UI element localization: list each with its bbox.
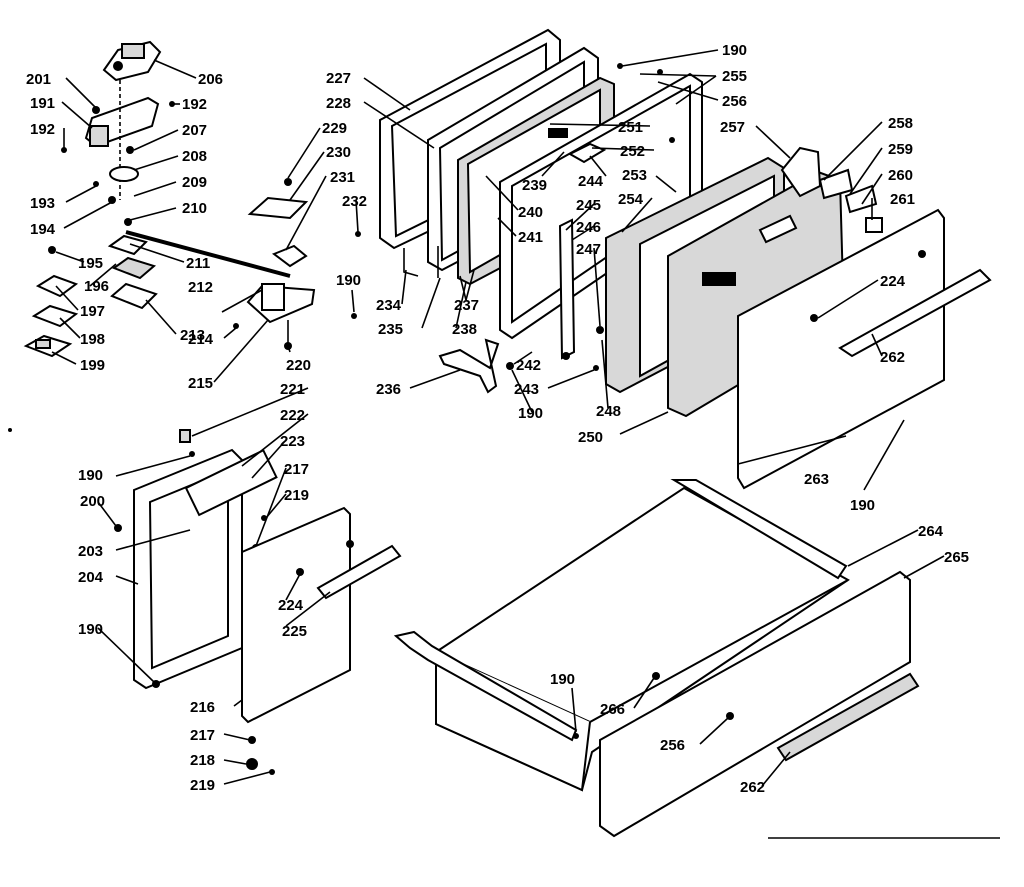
callout-255: 255 — [722, 68, 747, 85]
callout-242: 242 — [516, 357, 541, 374]
callout-266: 266 — [600, 701, 625, 718]
callout-264: 264 — [918, 523, 944, 540]
callout-263: 263 — [804, 471, 829, 488]
callout-190: 190 — [550, 671, 575, 688]
callout-222: 222 — [280, 407, 305, 424]
callout-237: 237 — [454, 297, 479, 314]
callout-245: 245 — [576, 197, 601, 214]
callout-213: 213 — [180, 327, 205, 344]
callout-225: 225 — [282, 623, 307, 640]
callout-260: 260 — [888, 167, 913, 184]
callout-197: 197 — [80, 303, 105, 320]
callout-190: 190 — [336, 272, 361, 289]
callout-256: 256 — [660, 737, 685, 754]
callout-220: 220 — [286, 357, 311, 374]
callout-196: 196 — [84, 278, 109, 295]
callout-218: 218 — [190, 752, 215, 769]
callout-262: 262 — [740, 779, 765, 796]
callout-204: 204 — [78, 569, 104, 586]
callout-190: 190 — [722, 42, 747, 59]
callout-224: 224 — [880, 273, 906, 290]
callout-210: 210 — [182, 200, 207, 217]
callout-232: 232 — [342, 193, 367, 210]
callout-252: 252 — [620, 143, 645, 160]
callout-224: 224 — [278, 597, 304, 614]
callout-labels: 190 255 256 227 228 229 230 231 232 201 … — [26, 42, 969, 796]
callout-193: 193 — [30, 195, 55, 212]
callout-219: 219 — [284, 487, 309, 504]
callout-243: 243 — [514, 381, 539, 398]
callout-221: 221 — [280, 381, 305, 398]
callout-191: 191 — [30, 95, 55, 112]
callout-192: 192 — [182, 96, 207, 113]
oven-door-panels — [379, 28, 992, 490]
callout-206: 206 — [198, 71, 223, 88]
callout-195: 195 — [78, 255, 103, 272]
callout-203: 203 — [78, 543, 103, 560]
leader-lines — [51, 49, 945, 787]
callout-192: 192 — [30, 121, 55, 138]
hinge-bracket-assembly — [23, 40, 361, 358]
callout-199: 199 — [80, 357, 105, 374]
lower-left-door — [114, 429, 402, 775]
callout-247: 247 — [576, 241, 601, 258]
storage-drawer — [393, 479, 920, 838]
callout-190: 190 — [78, 467, 103, 484]
callout-251: 251 — [618, 119, 643, 136]
callout-194: 194 — [30, 221, 56, 238]
callout-212: 212 — [188, 279, 213, 296]
callout-190: 190 — [518, 405, 543, 422]
callout-259: 259 — [888, 141, 913, 158]
callout-244: 244 — [578, 173, 604, 190]
callout-217: 217 — [284, 461, 309, 478]
callout-254: 254 — [618, 191, 644, 208]
callout-230: 230 — [326, 144, 351, 161]
callout-190: 190 — [78, 621, 103, 638]
callout-209: 209 — [182, 174, 207, 191]
callout-201: 201 — [26, 71, 51, 88]
callout-239: 239 — [522, 177, 547, 194]
callout-229: 229 — [322, 120, 347, 137]
callout-246: 246 — [576, 219, 601, 236]
callout-250: 250 — [578, 429, 603, 446]
callout-241: 241 — [518, 229, 543, 246]
callout-200: 200 — [80, 493, 105, 510]
callout-265: 265 — [944, 549, 969, 566]
callout-240: 240 — [518, 204, 543, 221]
callout-253: 253 — [622, 167, 647, 184]
callout-234: 234 — [376, 297, 402, 314]
callout-198: 198 — [80, 331, 105, 348]
callout-211: 211 — [186, 255, 210, 272]
callout-217: 217 — [190, 727, 215, 744]
callout-214: 214 — [188, 331, 214, 348]
callout-216: 216 — [190, 699, 215, 716]
callout-238: 238 — [452, 321, 477, 338]
callout-207: 207 — [182, 122, 207, 139]
callout-215: 215 — [188, 375, 213, 392]
callout-248: 248 — [596, 403, 621, 420]
callout-228: 228 — [326, 95, 351, 112]
callout-227: 227 — [326, 70, 351, 87]
callout-219: 219 — [190, 777, 215, 794]
callout-223: 223 — [280, 433, 305, 450]
callout-256: 256 — [722, 93, 747, 110]
callout-257: 257 — [720, 119, 745, 136]
callout-236: 236 — [376, 381, 401, 398]
callout-262: 262 — [880, 349, 905, 366]
callout-261: 261 — [890, 191, 915, 208]
callout-208: 208 — [182, 148, 207, 165]
callout-258: 258 — [888, 115, 913, 132]
callout-190: 190 — [850, 497, 875, 514]
callout-235: 235 — [378, 321, 403, 338]
callout-231: 231 — [330, 169, 355, 186]
